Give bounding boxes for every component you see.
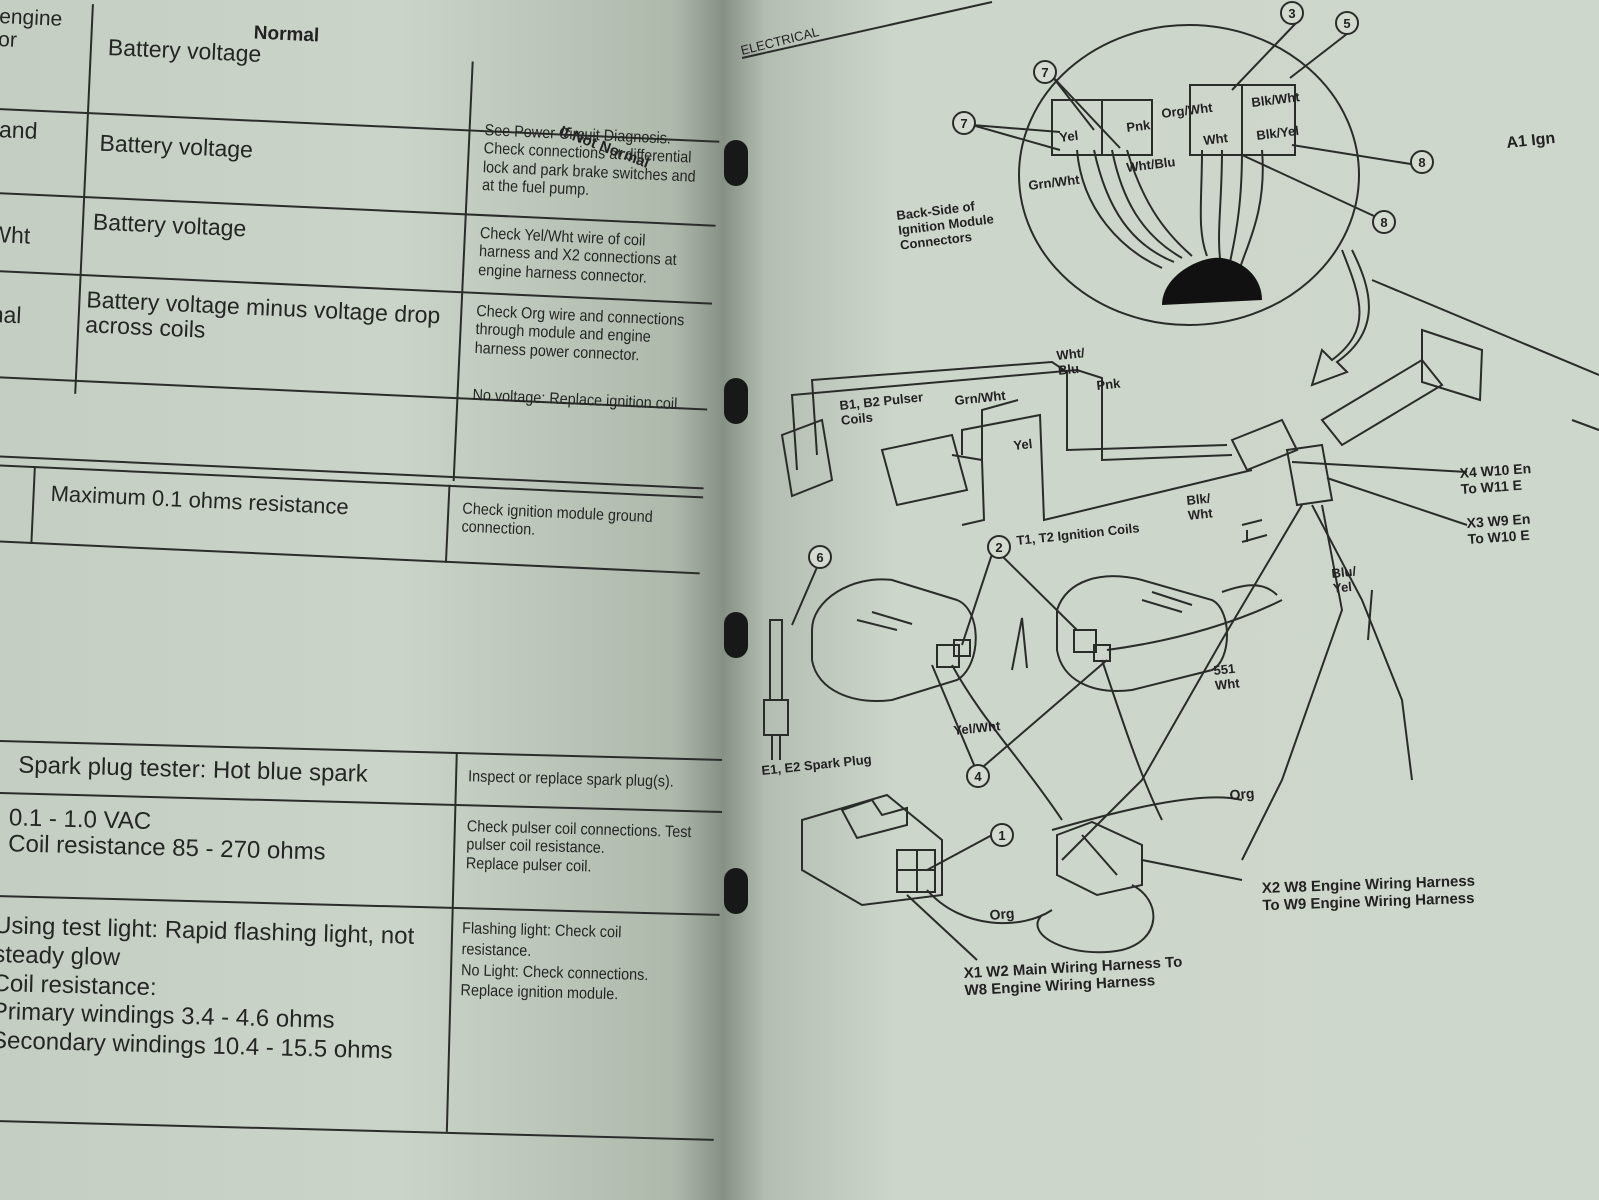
callout-7a-text: 7 bbox=[1041, 65, 1048, 80]
row-8-if-not: Check pulser coil connections. Test puls… bbox=[465, 818, 692, 876]
callout-5-text: 5 bbox=[1343, 16, 1350, 31]
binder-ring bbox=[724, 140, 748, 186]
label-x1: X1 W2 Main Wiring Harness ToW8 Engine Wi… bbox=[963, 954, 1183, 1000]
callout-1-text: 1 bbox=[998, 828, 1005, 843]
callout-3-text: 3 bbox=[1288, 6, 1295, 21]
label-org-low: Org bbox=[989, 905, 1015, 923]
grid-line bbox=[445, 751, 458, 1132]
callout-3 bbox=[1280, 1, 1304, 25]
dome-plug bbox=[1162, 257, 1262, 305]
module-connector-view bbox=[1018, 24, 1360, 326]
label-blk-wht: Blk/Wht bbox=[1186, 490, 1214, 522]
callout-8a-text: 8 bbox=[1418, 155, 1425, 170]
callout-2 bbox=[987, 535, 1011, 559]
label-org-mid: Org bbox=[1229, 785, 1255, 803]
label-blk-wht-top: Blk/Wht bbox=[1251, 89, 1302, 110]
label-ignition-coils: T1, T2 Ignition Coils bbox=[1016, 520, 1140, 548]
label-wht-top: Wht bbox=[1203, 130, 1230, 148]
callout-4-text: 4 bbox=[974, 769, 982, 784]
label-wht-blu-top: Wht/Blu bbox=[1126, 154, 1177, 175]
label-wht-blu: Wht/Blu bbox=[1056, 345, 1088, 378]
callout-7a bbox=[1033, 60, 1057, 84]
label-a1: A1 Ign bbox=[1506, 130, 1556, 152]
label-yel: Yel bbox=[1013, 436, 1033, 453]
label-x3: X3 W9 EnTo W10 E bbox=[1466, 511, 1532, 547]
left-page: Normal If Not Normal engine or and Wht i… bbox=[0, 0, 725, 1200]
callout-8b-text: 8 bbox=[1380, 215, 1387, 230]
callout-8b bbox=[1372, 210, 1396, 234]
callout-5 bbox=[1335, 11, 1359, 35]
label-x4: X4 W10 EnTo W11 E bbox=[1459, 460, 1533, 497]
callout-6 bbox=[808, 545, 832, 569]
callout-8a bbox=[1410, 150, 1434, 174]
page-header: ELECTRICAL bbox=[739, 24, 820, 58]
callout-1 bbox=[990, 823, 1014, 847]
binder-ring bbox=[724, 378, 748, 424]
grid-line bbox=[0, 1119, 714, 1141]
diagnosis-table-lower: Spark plug tester: Hot blue spark Inspec… bbox=[0, 0, 725, 1200]
row-7-normal: Spark plug tester: Hot blue spark bbox=[17, 751, 369, 788]
row-8-normal: 0.1 - 1.0 VAC Coil resistance 85 - 270 o… bbox=[7, 804, 326, 866]
callout-7b bbox=[952, 111, 976, 135]
row-7-if-not: Inspect or replace spark plug(s). bbox=[467, 768, 674, 791]
label-pnk-top: Pnk bbox=[1126, 117, 1152, 135]
binder-ring bbox=[724, 612, 748, 658]
ignition-wiring-diagram: 3 5 7 7 8 8 6 2 4 1 ELECTRICAL A1 Ign Or… bbox=[739, 1, 1599, 1000]
label-yel-wht: Yel/Wht bbox=[953, 718, 1002, 738]
label-551-wht: 551Wht bbox=[1213, 660, 1241, 692]
label-grn-wht: Grn/Wht bbox=[954, 388, 1007, 408]
right-page: 3 5 7 7 8 8 6 2 4 1 ELECTRICAL A1 Ign Or… bbox=[722, 0, 1599, 1200]
callout-2-text: 2 bbox=[995, 540, 1002, 555]
row-9-if-not: Flashing light: Check coil resistance. N… bbox=[460, 920, 649, 1004]
callout-4 bbox=[966, 764, 990, 788]
label-x2: X2 W8 Engine Wiring HarnessTo W9 Engine … bbox=[1262, 873, 1476, 915]
label-blu-yel: Blu/Yel bbox=[1331, 563, 1359, 595]
label-back-side: Back-Side ofIgnition ModuleConnectors bbox=[896, 196, 997, 252]
binder-ring bbox=[724, 868, 748, 914]
label-spark-plug: E1, E2 Spark Plug bbox=[761, 752, 873, 778]
grid-line bbox=[0, 894, 720, 916]
row-9-normal: Using test light: Rapid flashing light, … bbox=[0, 911, 415, 1065]
label-grn-wht-top: Grn/Wht bbox=[1028, 172, 1081, 193]
label-yel-top: Yel bbox=[1059, 128, 1079, 145]
callout-7b-text: 7 bbox=[960, 116, 967, 131]
label-pulser: B1, B2 PulserCoils bbox=[839, 389, 925, 428]
label-org-wht: Org/Wht bbox=[1161, 100, 1214, 121]
label-blk-yel: Blk/Yel bbox=[1256, 123, 1300, 143]
label-pnk: Pnk bbox=[1096, 375, 1122, 392]
callout-6-text: 6 bbox=[816, 550, 823, 565]
